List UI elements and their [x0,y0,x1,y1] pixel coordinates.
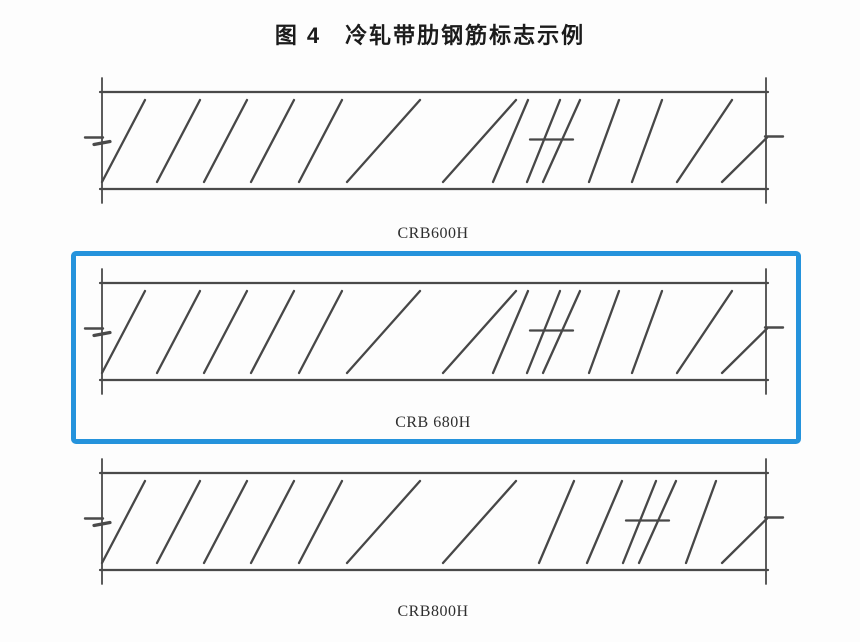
rib-mark [441,289,518,375]
rib-mark [491,98,530,184]
bar-label: CRB800H [397,603,469,620]
rib-mark-partial [720,517,769,565]
rib-mark [441,98,518,184]
rib-mark [100,479,147,565]
rib-mark [345,98,422,184]
rib-mark [684,479,718,565]
rib-mark [100,98,147,184]
rib-mark [202,98,249,184]
figure-title: 图 4 冷轧带肋钢筋标志示例 [274,23,586,48]
rib-mark [675,98,734,184]
left-break-mark [92,330,112,338]
rib-mark [249,98,296,184]
rib-mark [441,479,518,565]
rib-mark [587,98,621,184]
rib-mark [249,289,296,375]
steel-bar-diagram [83,77,785,204]
rib-mark [297,98,344,184]
rib-mark [491,289,530,375]
rib-mark [297,479,344,565]
rib-mark [100,289,147,375]
left-break-mark [92,520,112,528]
rib-mark [345,289,422,375]
h-mark-right-leg [637,479,678,565]
rib-mark [587,289,621,375]
bar-label: CRB600H [397,225,469,242]
bar-label: CRB 680H [395,414,471,431]
rib-mark [155,479,202,565]
rib-mark [675,289,734,375]
h-mark-left-leg [525,289,562,375]
rib-mark [585,479,624,565]
rib-mark [345,479,422,565]
rib-mark [155,289,202,375]
h-mark-left-leg [525,98,562,184]
rib-mark [537,479,576,565]
rib-mark [202,289,249,375]
steel-bar-diagram [83,268,785,395]
rib-mark-partial [720,136,769,184]
rib-mark-partial [720,327,769,375]
rib-mark [630,289,664,375]
left-break-mark [92,139,112,147]
rib-mark [155,98,202,184]
rib-mark [630,98,664,184]
rib-mark [249,479,296,565]
rib-mark [297,289,344,375]
steel-bar-diagram [83,458,785,585]
h-mark-right-leg [541,289,582,375]
h-mark-right-leg [541,98,582,184]
h-mark-left-leg [621,479,658,565]
rib-mark [202,479,249,565]
